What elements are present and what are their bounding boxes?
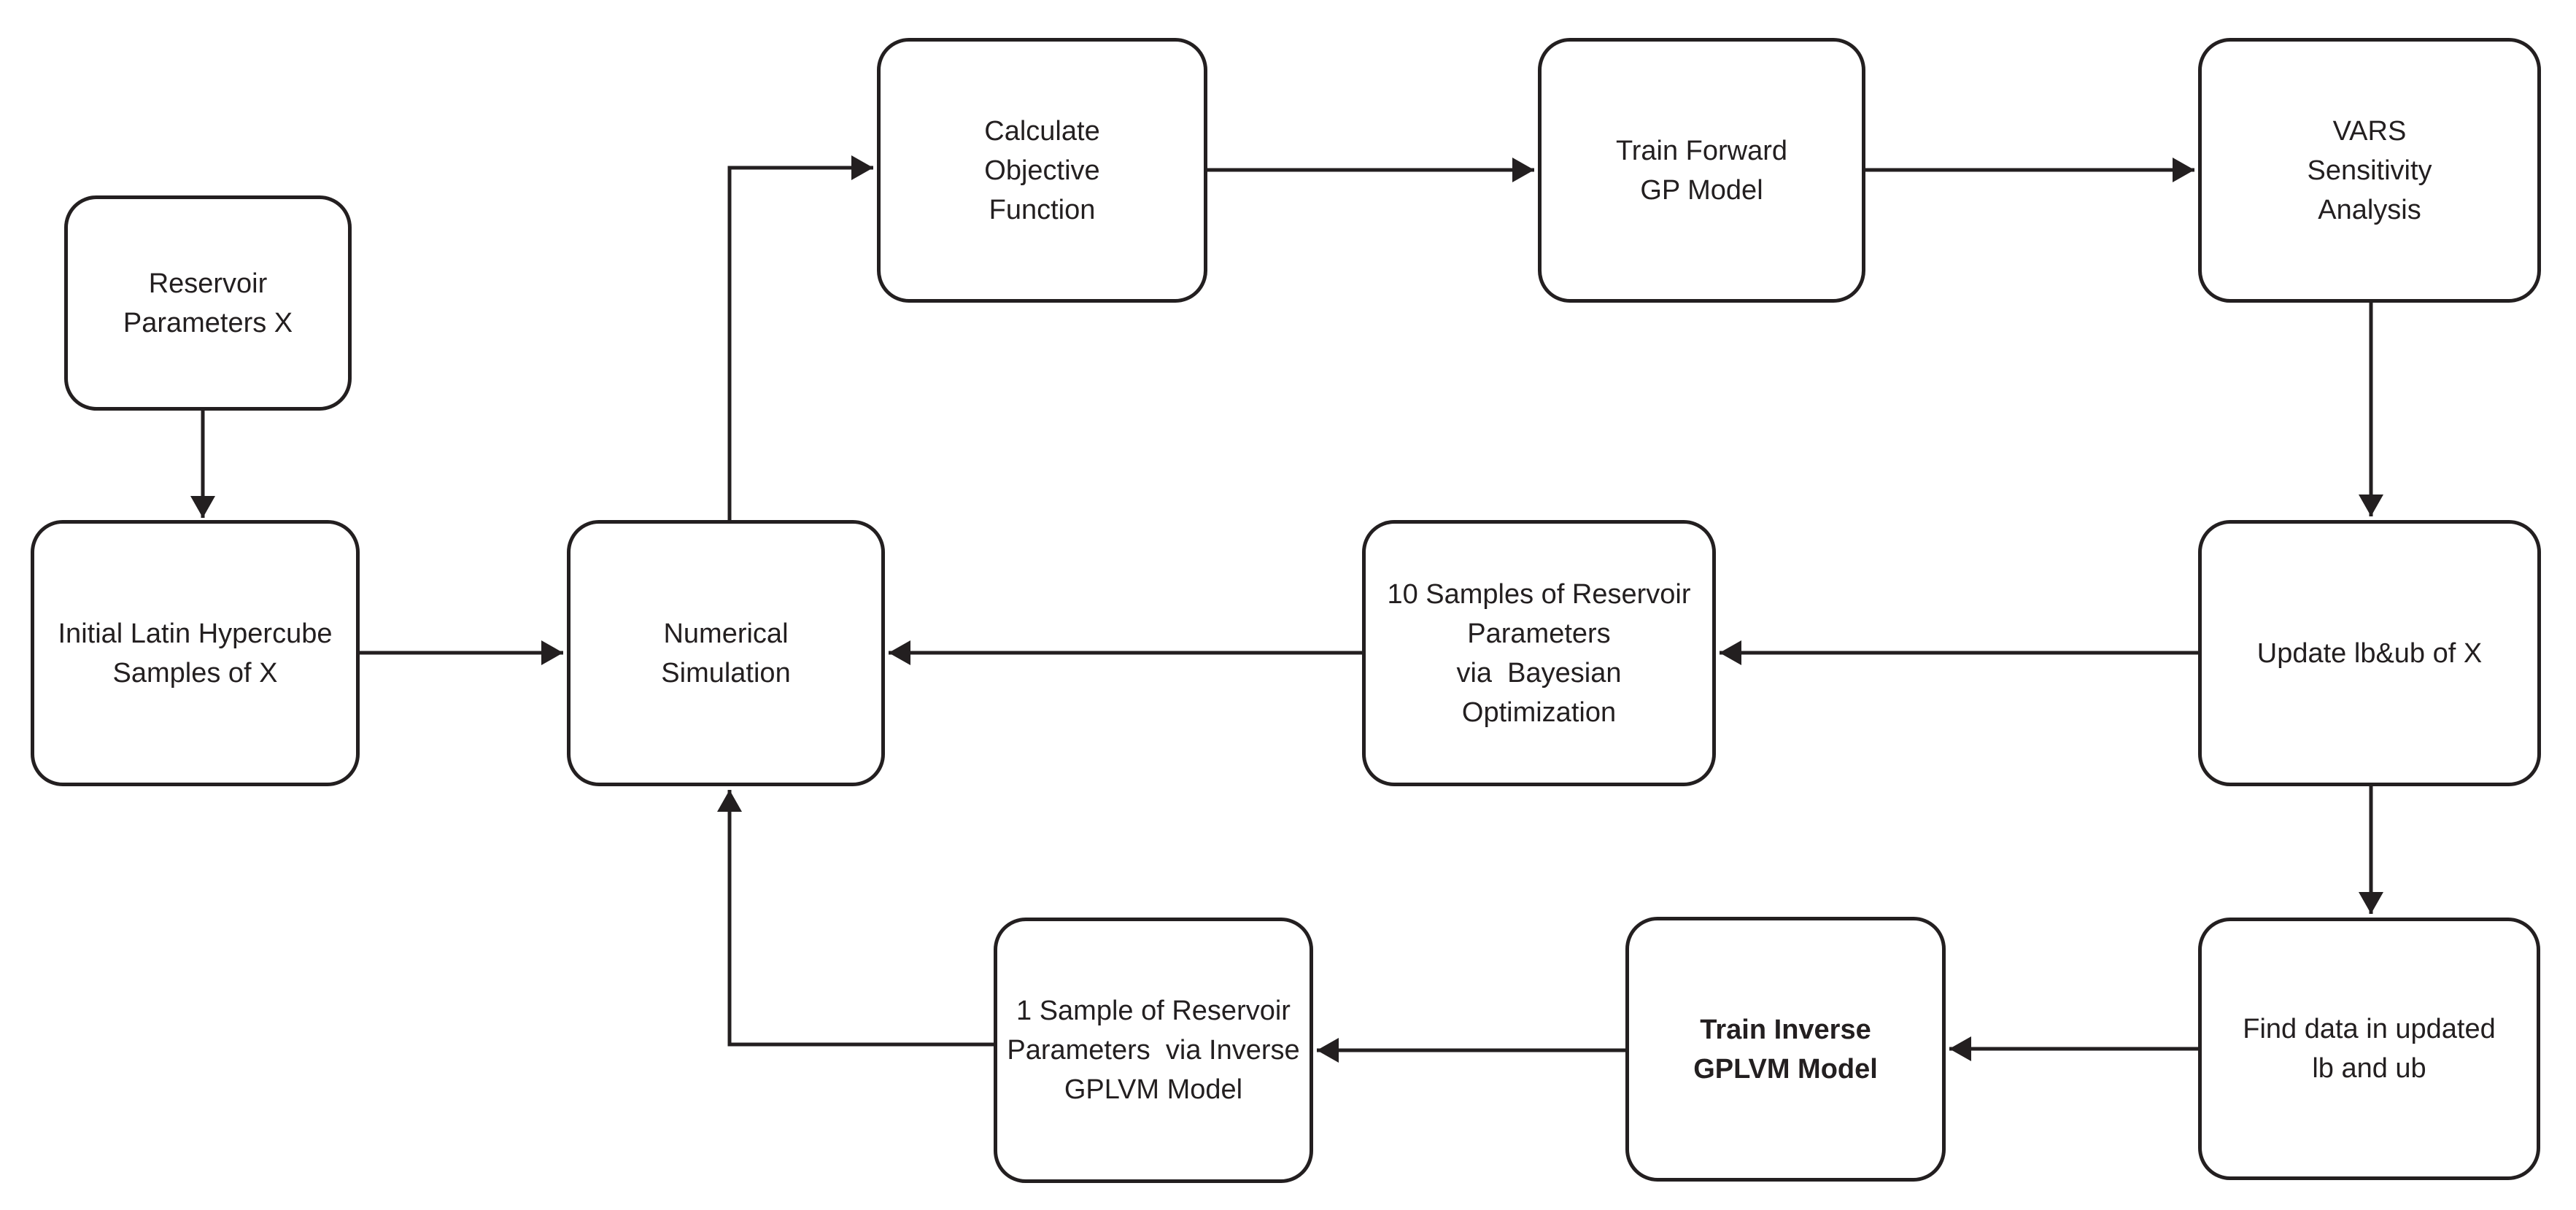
- node-initial-latin-hypercube: Initial Latin Hypercube Samples of X: [31, 520, 360, 786]
- node-label: 1 Sample of Reservoir Parameters via Inv…: [1007, 996, 1300, 1105]
- node-label: Train Forward GP Model: [1615, 135, 1788, 206]
- node-label: Train Inverse GPLVM Model: [1693, 1014, 1878, 1085]
- arrow-numerical-to-calculate: [727, 155, 873, 520]
- node-label: VARS Sensitivity Analysis: [2307, 115, 2432, 225]
- node-label: Initial Latin Hypercube Samples of X: [58, 618, 333, 689]
- node-train-inverse-gplvm-model: Train Inverse GPLVM Model: [1625, 917, 1946, 1182]
- node-numerical-simulation: Numerical Simulation: [567, 520, 885, 786]
- node-label: 10 Samples of Reservoir Parameters via B…: [1387, 578, 1691, 728]
- node-vars-sensitivity-analysis: VARS Sensitivity Analysis: [2198, 38, 2541, 303]
- node-label: Calculate Objective Function: [984, 115, 1100, 225]
- node-train-forward-gp-model: Train Forward GP Model: [1538, 38, 1865, 303]
- node-update-lb-ub-of-x: Update lb&ub of X: [2198, 520, 2541, 786]
- node-one-sample-inverse-gplvm: 1 Sample of Reservoir Parameters via Inv…: [994, 918, 1313, 1183]
- node-ten-samples-bayesian-optimization: 10 Samples of Reservoir Parameters via B…: [1362, 520, 1716, 786]
- node-label: Find data in updated lb and ub: [2243, 1014, 2496, 1084]
- node-label: Update lb&ub of X: [2256, 637, 2483, 669]
- node-calculate-objective-function: Calculate Objective Function: [877, 38, 1207, 303]
- arrow-one-sample-to-numerical: [717, 790, 994, 1047]
- node-label: Reservoir Parameters X: [123, 268, 293, 338]
- node-find-data-in-updated-bounds: Find data in updated lb and ub: [2198, 918, 2540, 1180]
- node-reservoir-parameters: Reservoir Parameters X: [64, 195, 352, 411]
- node-label: Numerical Simulation: [661, 618, 791, 689]
